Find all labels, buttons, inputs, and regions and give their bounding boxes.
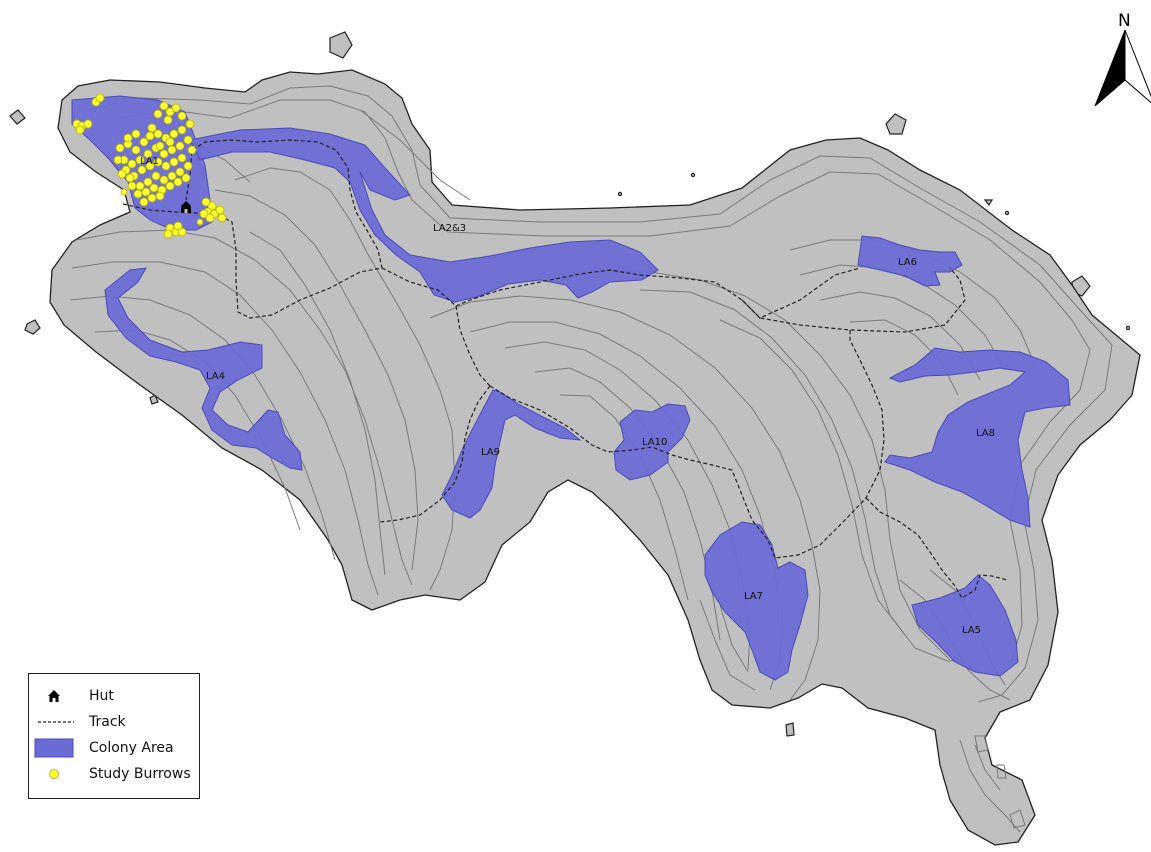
- legend-label-burrows: Study Burrows: [89, 766, 191, 782]
- colony-label-LA5: LA5: [962, 625, 981, 636]
- north-arrow: N: [1094, 11, 1151, 107]
- legend-item-colony: Colony Area: [29, 738, 174, 758]
- legend-label-track: Track: [89, 714, 126, 730]
- colony-area-LA8: [884, 347, 1071, 528]
- legend-item-hut: Hut: [29, 686, 114, 706]
- study-burrows: [72, 93, 227, 239]
- colony-label-LA8: LA8: [976, 428, 995, 439]
- dashed-line-icon: [29, 719, 79, 725]
- colony-swatch-icon: [29, 738, 79, 758]
- legend-label-colony: Colony Area: [89, 740, 174, 756]
- hut-icon: [181, 201, 191, 213]
- colony-area-LA4: [104, 267, 303, 471]
- colony-area-LA9: [441, 389, 582, 519]
- colony-label-LA2-3: LA2&3: [433, 223, 466, 234]
- colony-areas: [71, 95, 1071, 681]
- colony-area-LA7: [704, 521, 809, 681]
- colony-labels: LA1 LA2&3 LA4 LA5 LA6 LA7 LA8 LA9 LA10: [140, 156, 995, 636]
- colony-label-LA9: LA9: [481, 447, 500, 458]
- colony-label-LA6: LA6: [898, 257, 917, 268]
- yellow-circle-icon: [29, 768, 79, 780]
- colony-label-LA1: LA1: [140, 156, 159, 167]
- colony-area-LA2-3: [189, 127, 659, 303]
- legend-item-track: Track: [29, 712, 126, 732]
- colony-area-LA10: [613, 403, 691, 481]
- legend-item-burrows: Study Burrows: [29, 764, 191, 784]
- colony-label-LA4: LA4: [206, 371, 225, 382]
- colony-label-LA7: LA7: [744, 591, 763, 602]
- north-label: N: [1118, 11, 1131, 31]
- colony-area-LA5: [911, 574, 1019, 677]
- colony-label-LA10: LA10: [642, 437, 667, 448]
- tracks: [122, 139, 1008, 599]
- colony-area-LA6: [857, 235, 963, 287]
- map-legend: Hut Track Colony Area Study Burrows: [28, 673, 200, 799]
- legend-label-hut: Hut: [89, 688, 114, 704]
- hut-icon: [29, 689, 79, 703]
